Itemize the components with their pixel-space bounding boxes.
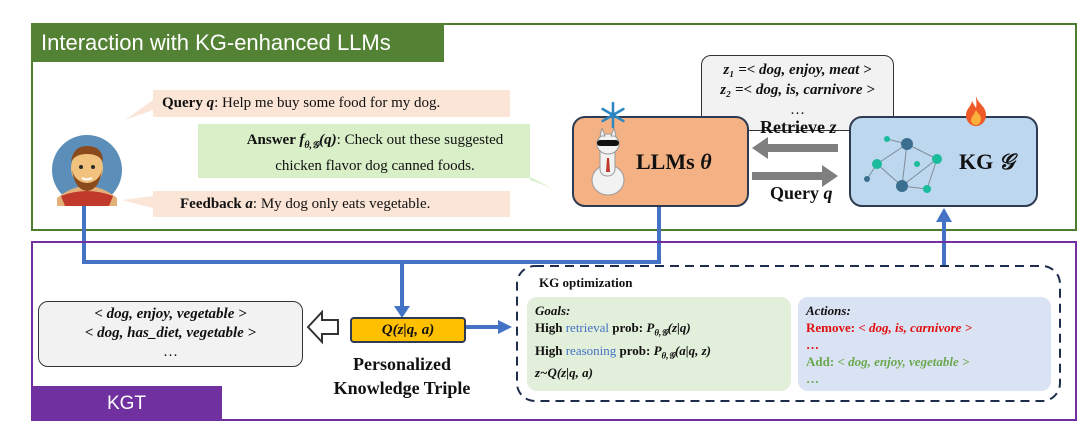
- kg-var: 𝒢: [998, 149, 1015, 174]
- kgopt-arrowhead: [498, 320, 512, 334]
- add-triple: < dog, enjoy, vegetable >: [837, 354, 970, 369]
- snowflake-icon: [601, 101, 625, 129]
- answer-line2: chicken flavor dog canned foods.: [275, 158, 475, 174]
- query-bubble: Query q: Help me buy some food for my do…: [162, 93, 507, 114]
- goal1-pre: High: [535, 320, 566, 335]
- personal-triples-box: < dog, enjoy, vegetable > < dog, has_die…: [38, 301, 303, 367]
- answer-bubble: Answer fθ,𝒢(q): Check out these suggeste…: [215, 130, 535, 177]
- answer-label: Answer: [246, 132, 300, 148]
- triple-z1: z₁ =< dog, enjoy, meat >: [723, 62, 872, 78]
- answer-sub: θ,𝒢: [304, 140, 320, 151]
- feedback-label: Feedback: [180, 196, 246, 212]
- user-avatar-icon: [52, 135, 122, 206]
- actions-content: Actions: Remove: < dog, is, carnivore > …: [806, 302, 972, 387]
- personalized-label-line1: Personalized: [353, 354, 451, 374]
- answer-line1: : Check out these suggested: [336, 132, 504, 148]
- kg-box: KG 𝒢: [849, 116, 1038, 207]
- feedback-var: a: [245, 196, 253, 212]
- goal1-post: prob:: [609, 320, 647, 335]
- personalized-label: Personalized Knowledge Triple: [312, 352, 492, 400]
- retrieve-var: z: [829, 117, 837, 137]
- add-label: Add:: [806, 354, 838, 369]
- q-distribution-box: Q(z|q, a): [350, 317, 466, 343]
- goal-sampling: z~Q(z|q, a): [535, 365, 593, 381]
- flow-connectors: [82, 206, 946, 329]
- personal-triple-more: …: [163, 344, 178, 360]
- personal-triple-2: < dog, has_diet, vegetable >: [84, 325, 257, 341]
- remove-triple: < dog, is, carnivore >: [858, 320, 973, 335]
- goal2-post: prob:: [616, 342, 654, 358]
- remove-more: …: [806, 337, 819, 352]
- query-arrow-label-text: Query: [770, 183, 824, 203]
- fire-icon: [966, 96, 986, 126]
- action-add: Add: < dog, enjoy, vegetable >: [806, 353, 972, 370]
- feedback-text: : My dog only eats vegetable.: [252, 196, 431, 212]
- hollow-left-arrow-icon: [306, 309, 339, 345]
- personal-triple-1: < dog, enjoy, vegetable >: [94, 306, 247, 322]
- query-bubble-shape: [125, 90, 510, 120]
- goal-retrieval: High retrieval prob: Pθ,𝒢(z|q): [535, 319, 711, 342]
- feedback-bubble-shape: [122, 191, 510, 217]
- kgt-section: [31, 241, 1077, 421]
- triple-z2: z₂ =< dog, is, carnivore >: [720, 82, 875, 98]
- triple-more: …: [790, 102, 805, 118]
- goal1-math: P: [646, 320, 655, 335]
- add-more: …: [806, 371, 819, 386]
- goals-panel: [527, 297, 791, 391]
- query-arrow-label: Query q: [770, 183, 833, 204]
- goal2-arg: (a|q, z): [674, 342, 711, 358]
- kg-up-arrowhead: [936, 208, 952, 222]
- personalized-label-line2: Knowledge Triple: [333, 378, 471, 398]
- query-text: : Help me buy some food for my dog.: [214, 95, 441, 111]
- llm-theta: θ: [700, 149, 712, 174]
- llama-icon: [591, 128, 625, 196]
- kg-label: KG 𝒢: [959, 149, 1014, 175]
- goals-title: Goals:: [535, 303, 571, 318]
- query-arrow-var: q: [823, 183, 833, 203]
- kgt-section-title: KGT: [31, 386, 222, 421]
- goal1-arg: (z|q): [667, 320, 691, 335]
- kg-label-text: KG: [959, 149, 999, 174]
- goal1-sub: θ,𝒢: [654, 327, 668, 338]
- goal2-pre: High: [535, 342, 566, 358]
- kg-optimization-title: KG optimization: [539, 275, 633, 290]
- query-arrow: [752, 165, 838, 187]
- interaction-section-title: Interaction with KG-enhanced LLMs: [31, 23, 444, 62]
- llm-label-text: LLMs: [636, 149, 701, 174]
- llm-label: LLMs θ: [636, 149, 712, 175]
- retrieve-arrow: [752, 137, 838, 159]
- kg-optimization-box: [516, 265, 1061, 402]
- retrieve-label-text: Retrieve: [760, 117, 830, 137]
- q-down-arrowhead: [394, 306, 410, 318]
- query-label: Query: [162, 95, 207, 111]
- user-to-q-line: [82, 206, 404, 308]
- query-var: q: [206, 95, 215, 111]
- goal1-word: retrieval: [565, 320, 610, 335]
- goal2-sub: θ,𝒢: [661, 350, 675, 361]
- answer-bubble-shape: [198, 124, 552, 188]
- goals-content: Goals: High retrieval prob: Pθ,𝒢(z|q) Hi…: [535, 302, 711, 381]
- remove-label: Remove:: [806, 320, 859, 335]
- answer-arg: (q): [319, 132, 337, 148]
- goal-reasoning: High reasoning prob: Pθ,𝒢(a|q, z): [535, 342, 711, 365]
- llm-box: LLMs θ: [572, 116, 749, 207]
- goal2-math: P: [653, 342, 662, 358]
- network-graph-icon: [864, 136, 942, 193]
- llm-to-q-line: [402, 207, 661, 264]
- feedback-bubble: Feedback a: My dog only eats vegetable.: [180, 194, 510, 215]
- actions-panel: [798, 297, 1051, 391]
- interaction-section: [31, 23, 1077, 231]
- actions-title: Actions:: [806, 303, 851, 318]
- goal2-word: reasoning: [565, 342, 617, 358]
- retrieve-label: Retrieve z: [760, 117, 836, 138]
- answer-var: f: [299, 132, 305, 148]
- action-remove: Remove: < dog, is, carnivore >: [806, 319, 972, 336]
